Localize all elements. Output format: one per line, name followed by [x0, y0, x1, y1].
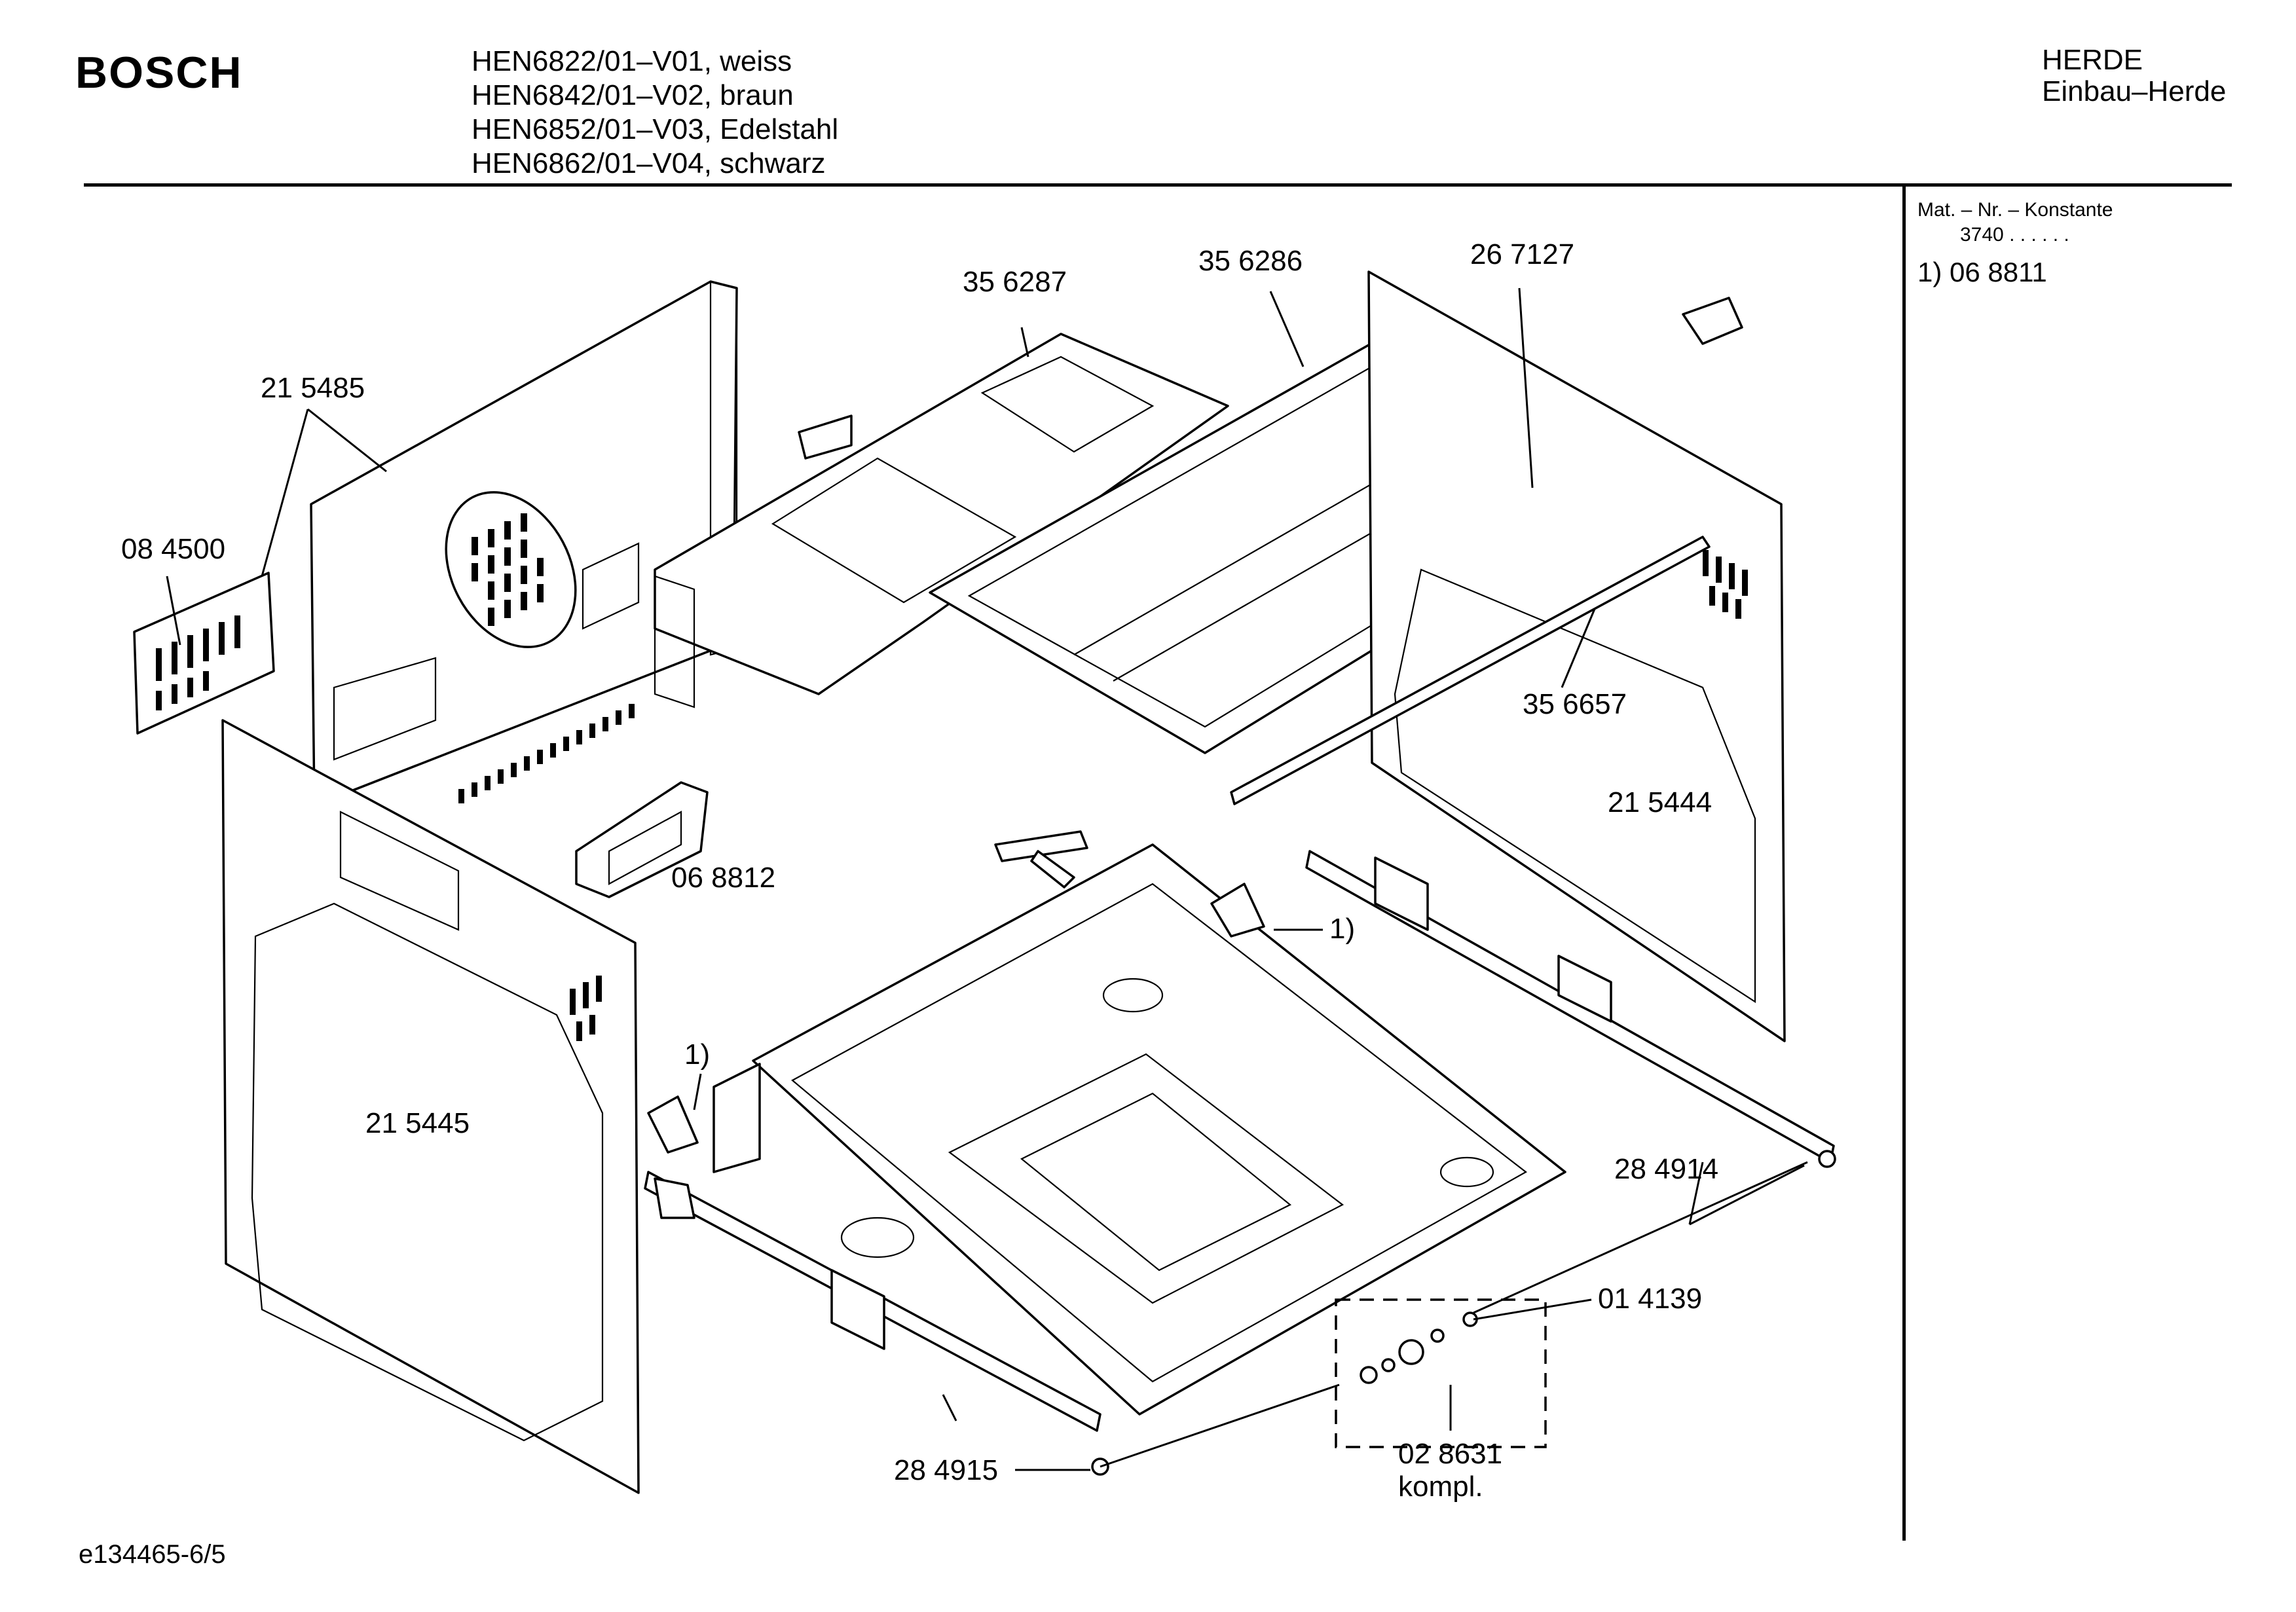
- material-constant: Mat. – Nr. – Konstante 3740 . . . . . .: [1917, 198, 2113, 247]
- callout-084500: 08 4500: [121, 533, 225, 565]
- hardware-kit-box: [1335, 1298, 1547, 1448]
- cover-plate: [133, 572, 275, 735]
- material-constant-label: Mat. – Nr. – Konstante: [1917, 199, 2113, 221]
- right-runner-rail: [1305, 850, 1836, 1168]
- callout-267127: 26 7127: [1470, 238, 1574, 270]
- callout-284915: 28 4915: [894, 1454, 998, 1486]
- right-side-wall: [1367, 270, 1786, 1042]
- model-line: HEN6862/01–V04, schwarz: [472, 147, 826, 179]
- oven-floor-panel: [752, 843, 1566, 1416]
- callout-356657: 35 6657: [1523, 688, 1627, 720]
- callout-leader-lines: [166, 287, 1808, 1471]
- callout-068812: 06 8812: [671, 862, 775, 894]
- callout-215445: 21 5445: [365, 1107, 470, 1139]
- callout-215485: 21 5485: [261, 372, 365, 404]
- footnote-reference: 1) 06 8811: [1917, 257, 2047, 287]
- mounting-bracket: [575, 781, 709, 898]
- callout-356287: 35 6287: [963, 266, 1067, 298]
- top-clip: [1682, 297, 1743, 345]
- category-title: HERDE: [2042, 44, 2143, 76]
- category-subtitle: Einbau–Herde: [2042, 75, 2227, 107]
- clip-part-left: [647, 1063, 761, 1173]
- model-list: HEN6822/01–V01, weiss HEN6842/01–V02, br…: [472, 45, 838, 181]
- callout-284914: 28 4914: [1614, 1153, 1718, 1185]
- document-id: e134465-6/5: [79, 1540, 226, 1569]
- clip-part-right: [1210, 883, 1265, 938]
- brand-logo: BOSCH: [75, 48, 243, 98]
- small-latch: [798, 414, 853, 460]
- material-constant-value: 3740 . . . . . .: [1960, 224, 2069, 246]
- left-runner-rail: [644, 1171, 1109, 1476]
- callout-356286: 35 6286: [1198, 245, 1303, 277]
- rear-wall-panel: [310, 280, 738, 807]
- left-side-wall: [221, 719, 640, 1494]
- callout-kompl: kompl.: [1398, 1471, 1483, 1503]
- callout-ref-1-right: 1): [1329, 913, 1355, 945]
- model-line: HEN6822/01–V01, weiss: [472, 45, 792, 77]
- callout-014139: 01 4139: [1598, 1283, 1702, 1315]
- spring-hardware: [994, 830, 1088, 888]
- fan-duct-cover: [654, 333, 1229, 708]
- product-category: HERDE Einbau–Herde: [2042, 45, 2226, 107]
- callout-028631: 02 8631: [1398, 1438, 1502, 1470]
- side-panel-divider: [1902, 185, 1906, 1541]
- callout-ref-1-left: 1): [684, 1038, 710, 1071]
- callout-215444: 21 5444: [1608, 786, 1712, 818]
- side-rail-strip: [1230, 536, 1711, 805]
- header-divider: [84, 183, 2232, 187]
- model-line: HEN6842/01–V02, braun: [472, 79, 794, 111]
- model-line: HEN6852/01–V03, Edelstahl: [472, 113, 839, 145]
